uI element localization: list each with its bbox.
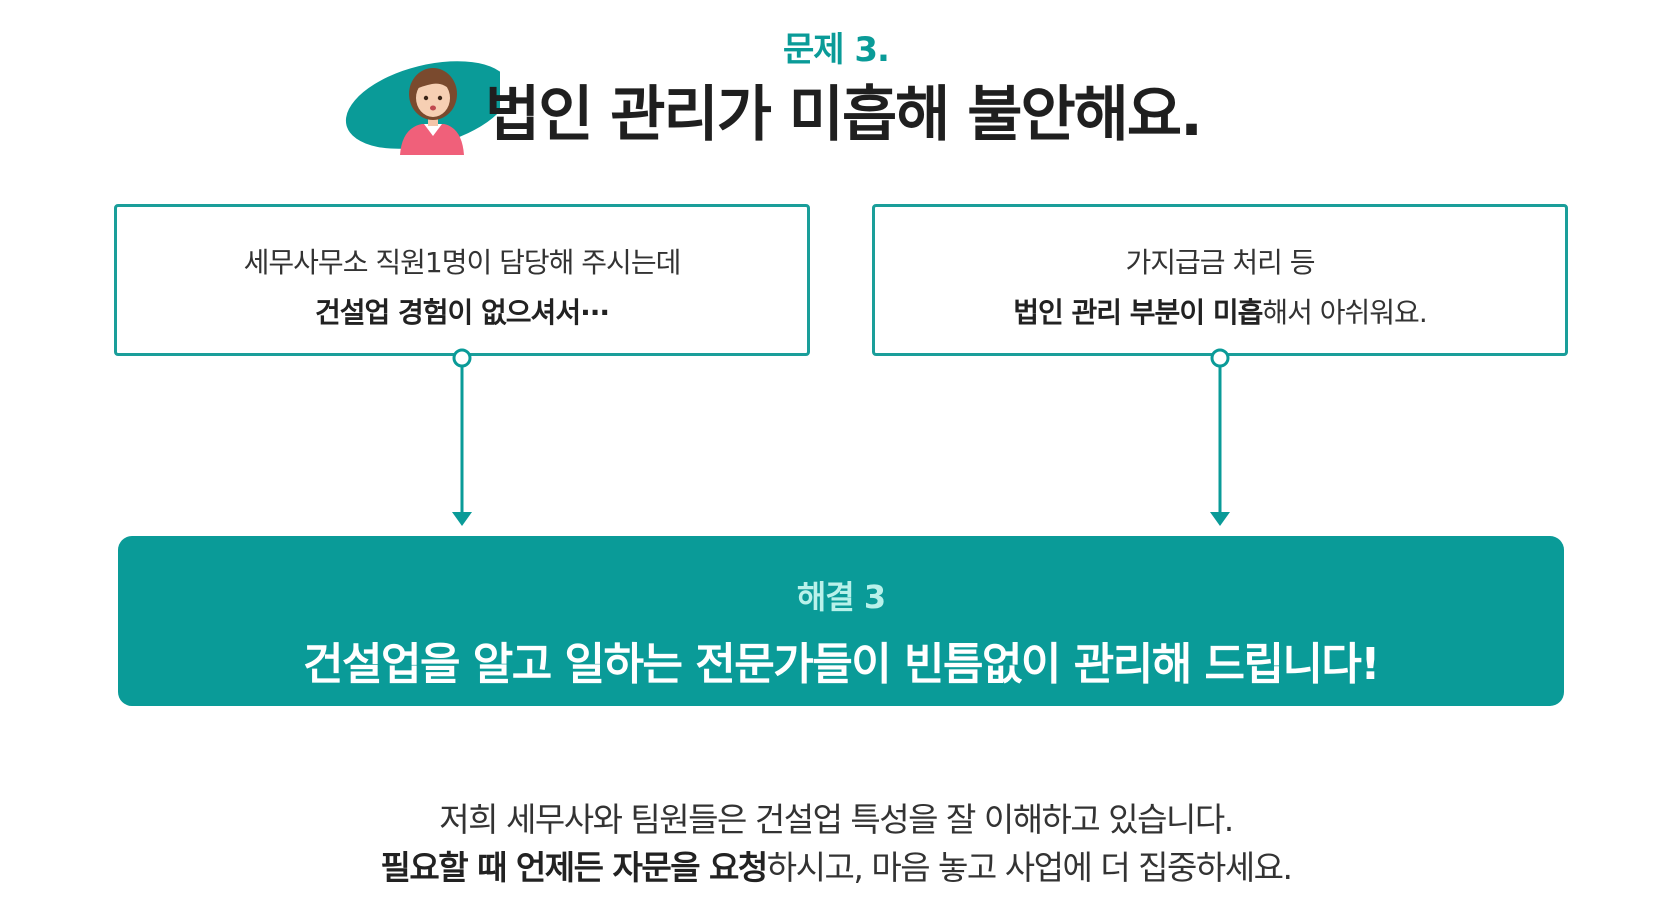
solution-panel: 해결 3 건설업을 알고 일하는 전문가들이 빈틈없이 관리해 드립니다!: [118, 536, 1564, 706]
problem-1-line1: 세무사무소 직원1명이 담당해 주시는데: [243, 246, 682, 279]
footer-emphasis: 필요할 때 언제든 자문을 요청: [380, 848, 769, 887]
problem-2-line2: 법인 관리 부분이 미흡해서 아쉬워요.: [875, 291, 1565, 331]
problem-1-emphasis: 건설업 경험이 없으셔서···: [314, 296, 610, 329]
arrow-down-icon: [452, 348, 472, 526]
footer-line1: 저희 세무사와 팀원들은 건설업 특성을 잘 이해하고 있습니다.: [439, 800, 1234, 839]
problem-2-line1: 가지급금 처리 등: [1125, 246, 1315, 279]
arrow-down-icon: [1210, 348, 1230, 526]
footer-line2: 필요할 때 언제든 자문을 요청하시고, 마음 놓고 사업에 더 집중하세요.: [0, 844, 1672, 892]
footer-text: 저희 세무사와 팀원들은 건설업 특성을 잘 이해하고 있습니다. 필요할 때 …: [0, 796, 1672, 892]
woman-avatar-icon: [345, 61, 500, 155]
problem-2-rest: 해서 아쉬워요.: [1262, 296, 1427, 329]
problem-1-line2: 건설업 경험이 없으셔서···: [117, 291, 807, 331]
problem-label: 문제 3.: [783, 30, 890, 70]
problem-box-2: 가지급금 처리 등 법인 관리 부분이 미흡해서 아쉬워요.: [872, 204, 1568, 356]
page-title: 법인 관리가 미흡해 불안해요.: [485, 80, 1203, 150]
problem-box-1: 세무사무소 직원1명이 담당해 주시는데 건설업 경험이 없으셔서···: [114, 204, 810, 356]
solution-text: 건설업을 알고 일하는 전문가들이 빈틈없이 관리해 드립니다!: [303, 639, 1380, 690]
footer-rest: 하시고, 마음 놓고 사업에 더 집중하세요.: [766, 848, 1293, 887]
title-area: 법인 관리가 미흡해 불안해요.: [340, 50, 1240, 160]
solution-label: 해결 3: [796, 578, 886, 616]
problem-2-emphasis: 법인 관리 부분이 미흡: [1013, 296, 1263, 329]
